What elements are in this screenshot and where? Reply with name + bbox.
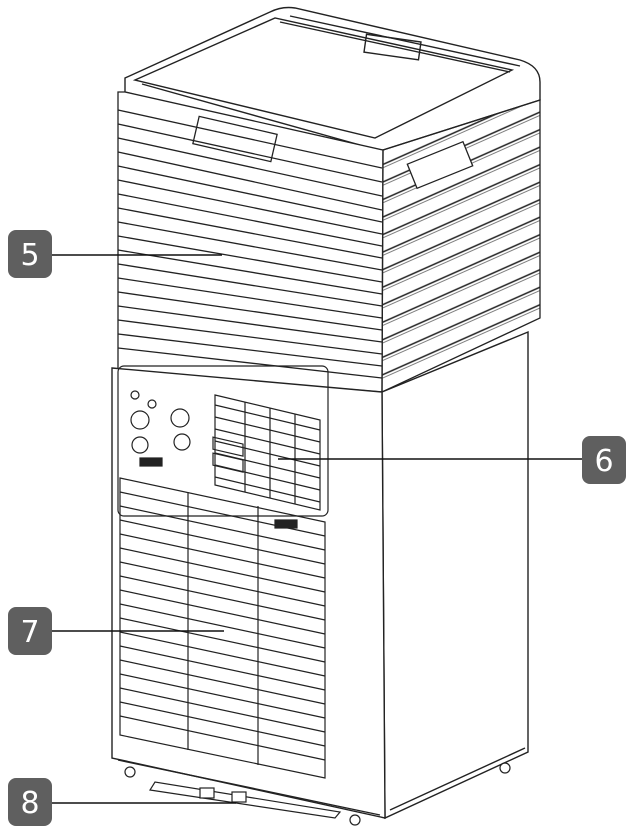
upper-right-grille [381, 99, 541, 394]
callout-7-badge [8, 607, 52, 655]
callout-8-badge [8, 778, 52, 826]
callout-5-number: 5 [20, 238, 39, 273]
lower-body [111, 330, 529, 820]
callout-5: 5 [8, 230, 222, 278]
callout-6: 6 [278, 436, 626, 484]
callout-6-number: 6 [594, 444, 613, 479]
base-casters [124, 762, 511, 826]
callout-8-number: 8 [20, 786, 39, 821]
callout-7-number: 7 [20, 615, 39, 650]
upper-left-grille [117, 91, 384, 393]
control-panel [117, 365, 329, 517]
callout-5-badge [8, 230, 52, 278]
lower-front-grille [119, 457, 326, 779]
air-outlet-louvers [212, 394, 321, 511]
callout-8: 8 [8, 778, 236, 826]
callout-6-badge [582, 436, 626, 484]
callout-7: 7 [8, 607, 224, 655]
